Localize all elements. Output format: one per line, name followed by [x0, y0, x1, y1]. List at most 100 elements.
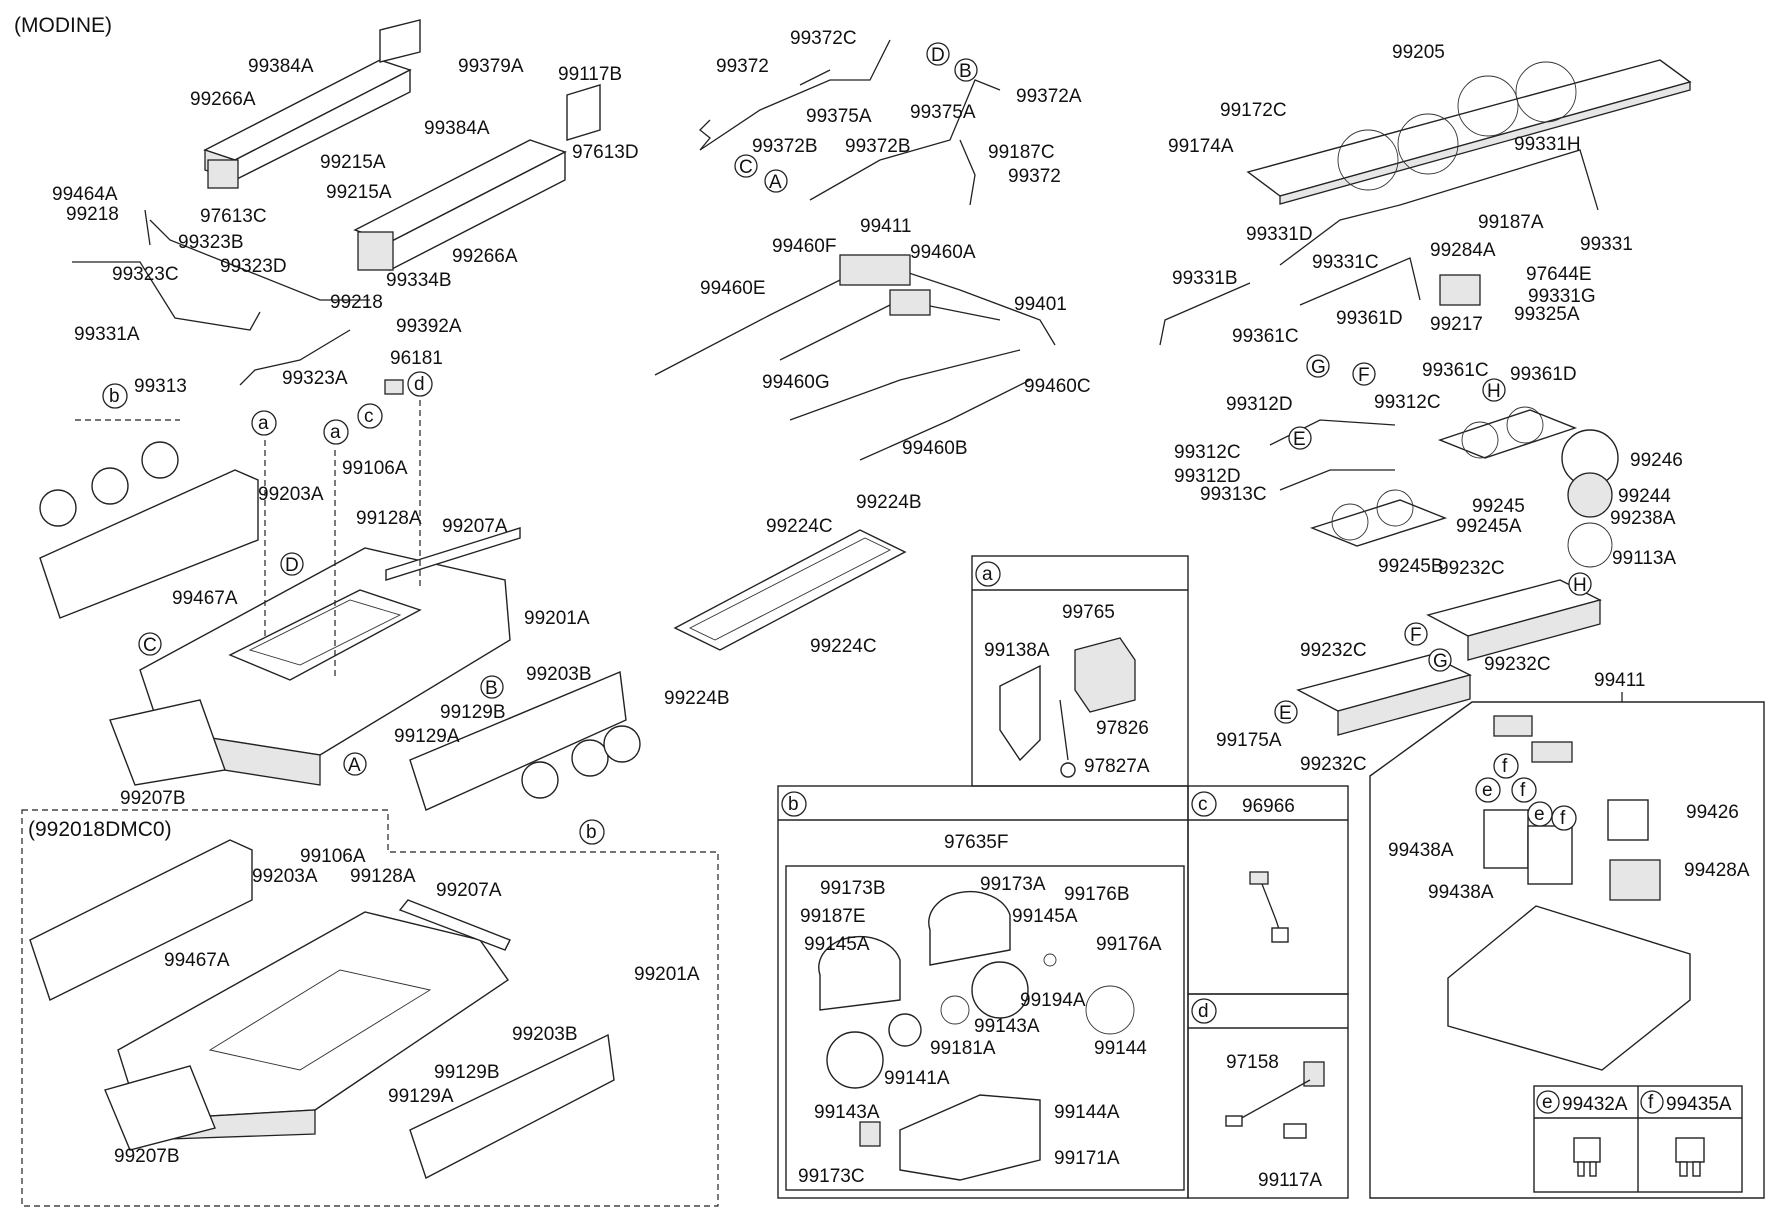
label-97827A: 97827A	[1084, 756, 1150, 777]
label-99460E: 99460E	[700, 278, 766, 299]
relay-plate	[1447, 715, 1691, 1071]
side-shroud-99203A	[39, 469, 259, 619]
callout-B-letter: B	[485, 678, 498, 699]
label-99432A: 99432A	[1562, 1094, 1628, 1115]
clip-96181	[384, 379, 404, 395]
label-99207A: 99207A	[442, 516, 508, 537]
label-99312C: 99312C	[1174, 442, 1241, 463]
callout-a-letter: a	[330, 422, 341, 443]
section-a-letter: a	[982, 564, 993, 585]
callout-d	[407, 371, 433, 397]
actuator-99765	[999, 637, 1136, 778]
label-99384A: 99384A	[248, 56, 314, 77]
callout-H-lower	[1568, 572, 1592, 596]
callout-H-letter: H	[1573, 575, 1587, 596]
callout-b-lower	[579, 819, 605, 845]
label-99375A: 99375A	[806, 106, 872, 127]
grille-99207A-variant	[398, 899, 511, 951]
label-99467A: 99467A	[164, 950, 230, 971]
callout-F-right	[1352, 362, 1376, 386]
label-99143A: 99143A	[814, 1102, 880, 1123]
callout-A-letter: A	[769, 172, 782, 193]
blower-assemblies-upper	[39, 441, 179, 527]
callout-a-letter: a	[258, 413, 269, 434]
label-99129B: 99129B	[434, 1062, 500, 1083]
section-e-marker	[1536, 1090, 1560, 1114]
label-99467A: 99467A	[172, 588, 238, 609]
label-99312C: 99312C	[1374, 392, 1441, 413]
variant-title-modine: (MODINE)	[14, 14, 112, 37]
label-99176B: 99176B	[1064, 884, 1130, 905]
callout-H-letter: H	[1487, 381, 1501, 402]
label-99460C: 99460C	[1024, 376, 1091, 397]
label-99411: 99411	[1594, 670, 1645, 691]
label-96966: 96966	[1242, 796, 1295, 817]
cooling-lines-right	[1159, 149, 1599, 491]
callout-f-relay-1	[1493, 753, 1519, 779]
label-99372: 99372	[1008, 166, 1061, 187]
label-99106A: 99106A	[300, 846, 366, 867]
callout-C-letter: C	[143, 635, 157, 656]
label-99176A: 99176A	[1096, 934, 1162, 955]
label-99145A: 99145A	[804, 934, 870, 955]
label-99245B: 99245B	[1378, 556, 1444, 577]
label-99361D: 99361D	[1510, 364, 1577, 385]
label-99232C: 99232C	[1438, 558, 1505, 579]
label-99207B: 99207B	[114, 1146, 180, 1167]
label-99460F: 99460F	[772, 236, 836, 257]
condenser-core-99232C-lower	[1296, 654, 1472, 736]
label-99106A: 99106A	[342, 458, 408, 479]
label-99141A: 99141A	[884, 1068, 950, 1089]
section-b-inner-box	[785, 865, 1185, 1191]
grille-99207B-variant	[104, 1065, 216, 1151]
grille-99207B	[109, 699, 226, 786]
callout-D-letter: D	[285, 555, 299, 576]
section-d-box	[1187, 993, 1349, 1199]
label-99201A: 99201A	[634, 964, 700, 985]
callout-f-relay-3	[1551, 805, 1577, 831]
callout-A-top	[764, 169, 788, 193]
callout-A-letter: A	[348, 755, 361, 776]
section-99411-box	[1369, 701, 1765, 1199]
fuse-99432A	[1573, 1137, 1601, 1177]
variant-box-992018DMC0	[21, 809, 719, 1207]
label-99411: 99411	[860, 216, 911, 237]
label-99372B: 99372B	[752, 136, 818, 157]
label-99323D: 99323D	[220, 256, 287, 277]
label-97158: 97158	[1226, 1052, 1279, 1073]
label-99129B: 99129B	[440, 702, 506, 723]
label-99284A: 99284A	[1430, 240, 1496, 261]
variant-title-992018DMC0: (992018DMC0)	[28, 818, 172, 841]
label-99232C: 99232C	[1300, 754, 1367, 775]
callout-C-housing	[138, 632, 162, 656]
callout-B-letter: B	[959, 61, 972, 82]
refrigerant-lines-left	[72, 209, 370, 386]
callout-H-right	[1482, 378, 1506, 402]
label-96181: 96181	[390, 348, 443, 369]
label-99144A: 99144A	[1054, 1102, 1120, 1123]
section-c-marker	[1191, 791, 1217, 817]
callout-b-upper	[102, 383, 128, 409]
callout-F-letter: F	[1410, 625, 1422, 646]
label-99392A: 99392A	[396, 316, 462, 337]
label-99224B: 99224B	[856, 492, 922, 513]
fan-shroud-99245B	[1309, 489, 1448, 547]
label-99128A: 99128A	[356, 508, 422, 529]
section-c-box	[1187, 785, 1349, 995]
label-99244: 99244	[1618, 486, 1671, 507]
callout-G-letter: G	[1311, 357, 1326, 378]
label-99323A: 99323A	[282, 368, 348, 389]
label-99460B: 99460B	[902, 438, 968, 459]
label-99245: 99245	[1472, 496, 1525, 517]
label-99203A: 99203A	[258, 484, 324, 505]
label-99245A: 99245A	[1456, 516, 1522, 537]
fan-motor-99244	[1561, 429, 1619, 568]
fuse-99435A	[1675, 1137, 1705, 1177]
section-b-marker	[781, 791, 807, 817]
label-99331H: 99331H	[1514, 134, 1581, 155]
label-99224B: 99224B	[664, 688, 730, 709]
label-99238A: 99238A	[1610, 508, 1676, 529]
callout-a-1	[251, 410, 277, 436]
label-99312D: 99312D	[1226, 394, 1293, 415]
label-99144: 99144	[1094, 1038, 1147, 1059]
